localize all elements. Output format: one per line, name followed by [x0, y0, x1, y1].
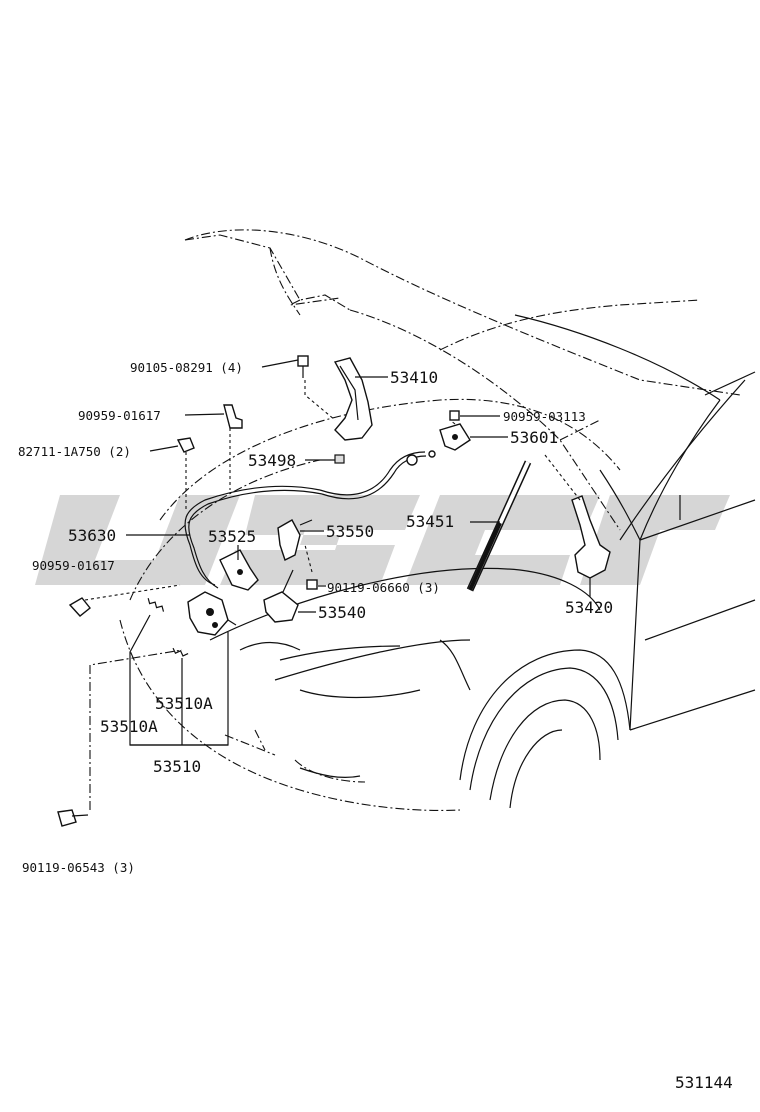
hood-catch-53525: [219, 549, 259, 591]
lever-53550: [277, 519, 313, 561]
hood-lock-assembly: [187, 591, 237, 636]
watermark-logo: [35, 495, 730, 585]
label-53510A-lower: 53510A: [100, 717, 158, 736]
label-90119-06660: 90119-06660 (3): [327, 580, 440, 595]
nut-53498: [334, 454, 345, 464]
label-90105-08291: 90105-08291 (4): [130, 360, 243, 375]
label-53420: 53420: [565, 598, 613, 617]
clip-82711: [176, 437, 195, 453]
clip-90959-01617-upper: [223, 404, 243, 429]
label-53510: 53510: [153, 757, 201, 776]
part-labels: 53410 90105-08291 (4) 90959-01617 82711-…: [18, 360, 733, 1092]
clip-90959-01617-lower: [68, 597, 91, 617]
label-53540: 53540: [318, 603, 366, 622]
hood-support-strut: [466, 460, 532, 592]
label-90959-03113: 90959-03113: [503, 409, 586, 424]
label-53451: 53451: [406, 512, 454, 531]
release-cable: [184, 450, 436, 589]
label-53550: 53550: [326, 522, 374, 541]
bolt-90105: [297, 355, 309, 378]
label-90119-06543: 90119-06543 (3): [22, 860, 135, 875]
bracket-53601: [439, 423, 471, 451]
label-90959-01617-upper: 90959-01617: [78, 408, 161, 423]
label-53510A-upper: 53510A: [155, 694, 213, 713]
label-53630: 53630: [68, 526, 116, 545]
clip-90959-03113: [449, 410, 460, 421]
hood-hinge-left: [333, 357, 373, 441]
lock-spring-upper: [147, 598, 165, 612]
leader-lines: [84, 359, 591, 810]
label-53525: 53525: [208, 527, 256, 546]
label-53410: 53410: [390, 368, 438, 387]
bolt-90119-06660: [306, 579, 318, 590]
label-53498: 53498: [248, 451, 296, 470]
diagram-id: 531144: [675, 1073, 733, 1092]
lock-support-53540: [263, 569, 299, 623]
car-body-solid: [209, 314, 756, 809]
label-82711-1A750: 82711-1A750 (2): [18, 444, 131, 459]
lock-spring-lower: [172, 647, 189, 657]
label-90959-01617-lower: 90959-01617: [32, 558, 115, 573]
bolt-90119-06543: [57, 809, 89, 827]
label-53601: 53601: [510, 428, 558, 447]
car-body-outline: [119, 229, 741, 812]
hood-hinge-right: [571, 495, 611, 579]
